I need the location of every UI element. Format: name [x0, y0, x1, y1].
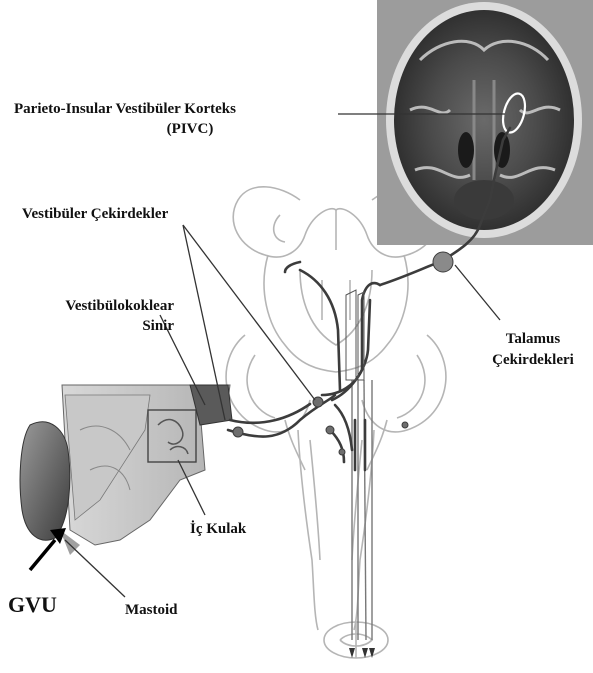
pivc-abbr-label: (PIVC) — [150, 120, 230, 138]
mri-axial-slice — [377, 0, 593, 245]
pivc-label: Parieto-Insular Vestibüler Korteks — [14, 100, 236, 118]
inner-ear-label: İç Kulak — [190, 520, 246, 538]
pathway-nodes — [233, 397, 408, 455]
vestibular-nuclei-label: Vestibüler Çekirdekler — [22, 205, 168, 223]
vestibulocochlear-label-2: Sinir — [14, 317, 174, 335]
mastoid-label: Mastoid — [125, 601, 178, 619]
mlf-tract — [346, 290, 356, 380]
thalamus-label-1: Talamus — [478, 330, 588, 348]
thalamus-node — [433, 252, 453, 272]
vestibulocochlear-label-1: Vestibülokoklear — [14, 297, 174, 315]
thalamus-label-2: Çekirdekleri — [478, 351, 588, 369]
gvu-label: GVU — [8, 593, 57, 617]
